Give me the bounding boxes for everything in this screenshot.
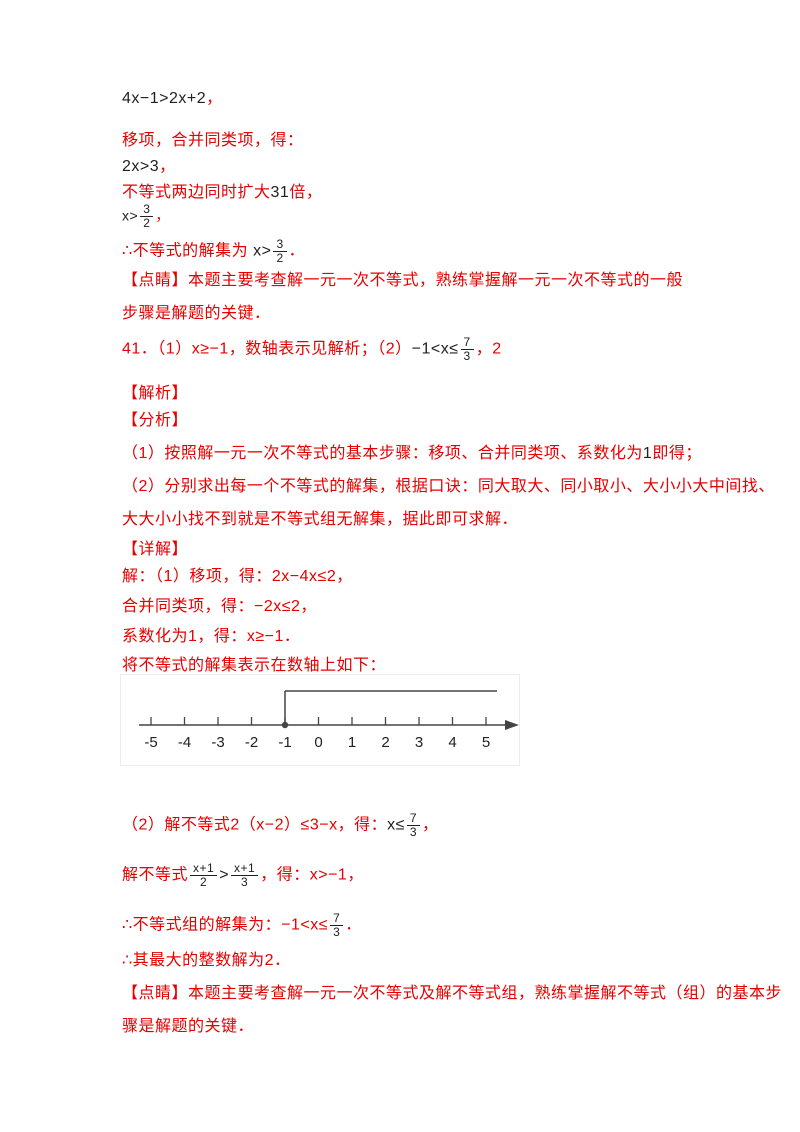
text-segment: （2）分别求出每一个不等式的解集，根据口诀：同大取大、同小取小、大小小大中间找、: [122, 478, 775, 495]
text-segment: 2x>3: [122, 158, 160, 175]
text-segment: 即得；: [652, 445, 702, 462]
text-segment: 合并同类项，得：−2x≤2，: [122, 598, 317, 615]
text-line-23: ∴其最大的整数解为2．: [122, 950, 291, 972]
text-segment: ，: [206, 90, 223, 107]
text-line-13: （2）分别求出每一个不等式的解集，根据口诀：同大取大、同小取小、大小小大中间找、: [122, 476, 775, 498]
text-segment: 步骤是解题的关键．: [122, 305, 271, 322]
text-segment: ，: [422, 816, 439, 834]
text-line-17: 合并同类项，得：−2x≤2，: [122, 596, 317, 618]
text-segment: ∴不等式的解集为: [122, 242, 249, 260]
text-line-12: （1）按照解一元一次不等式的基本步骤：移项、合并同类项、系数化为1即得；: [122, 443, 702, 465]
text-line-19: 将不等式的解集表示在数轴上如下：: [122, 655, 386, 677]
text-line-25: 骤是解题的关键．: [122, 1016, 254, 1038]
text-segment: 系数化为1，得：x≥−1．: [122, 628, 301, 645]
tick-label: -2: [245, 734, 258, 751]
tick-label: 0: [314, 734, 322, 751]
text-segment: 将不等式的解集表示在数轴上如下：: [122, 657, 387, 674]
closed-endpoint-dot: [281, 721, 289, 729]
tick-label: 4: [448, 734, 456, 751]
text-line-3: 2x>3，: [122, 156, 176, 178]
text-segment: 1: [642, 445, 653, 462]
tick-label: 5: [482, 734, 490, 751]
text-segment: −1<x≤: [411, 340, 459, 358]
text-line-10: 【解析】: [122, 383, 188, 405]
text-line-16: 解：（1）移项，得：2x−4x≤2，: [122, 566, 353, 588]
text-line-11: 【分析】: [122, 410, 188, 432]
text-segment: 【点睛】本题主要考查解一元一次不等式及解不等式组，熟练掌握解不等式（组）的基本步: [122, 985, 783, 1002]
text-segment: 31: [270, 184, 290, 201]
text-segment: 解：（1）移项，得：2x−4x≤2，: [122, 568, 353, 585]
text-line-18: 系数化为1，得：x≥−1．: [122, 626, 300, 648]
text-segment: x>: [248, 242, 272, 260]
text-line-4: 不等式两边同时扩大31倍，: [122, 182, 322, 204]
text-segment: 骤是解题的关键．: [122, 1018, 255, 1035]
tick-label: -3: [211, 734, 224, 751]
text-segment: >: [219, 866, 230, 884]
text-line-1: 4x−1>2x+2，: [122, 88, 223, 110]
tick-label: -4: [178, 734, 191, 751]
text-segment: 倍，: [289, 184, 323, 201]
axis-arrow-icon: [505, 720, 519, 730]
text-segment: 不等式两边同时扩大: [122, 184, 271, 201]
text-segment: （1）按照解一元一次不等式的基本步骤：移项、合并同类项、系数化为: [122, 445, 643, 462]
numberline-image: -5 -4 -3 -2 -1 0 1 2 3 4 5: [120, 674, 520, 766]
text-line-7: 【点睛】本题主要考查解一元一次不等式，熟练掌握解一元一次不等式的一般: [122, 270, 683, 292]
text-segment: ．: [345, 916, 362, 934]
text-segment: ．: [288, 242, 306, 260]
text-segment: ∴不等式组的解集为：−1<x≤: [122, 916, 329, 934]
text-segment: 移项，合并同类项，得：: [122, 132, 304, 149]
tick-label: 2: [381, 734, 389, 751]
text-segment: 【分析】: [122, 412, 189, 429]
tick-label: -5: [144, 734, 157, 751]
tick-label: 3: [415, 734, 423, 751]
tick-label: 1: [348, 734, 356, 751]
text-segment: ，: [159, 158, 176, 175]
text-segment: x>: [122, 207, 139, 224]
text-segment: 解不等式: [122, 866, 189, 884]
text-line-8: 步骤是解题的关键．: [122, 303, 271, 325]
text-segment: ，得：x>−1，: [260, 866, 364, 884]
text-segment: 41．（1）x≥−1，数轴表示见解析；（2）: [122, 340, 412, 358]
tick-label: -1: [278, 734, 291, 751]
numberline-svg: -5 -4 -3 -2 -1 0 1 2 3 4 5: [139, 690, 519, 751]
text-segment: 【详解】: [122, 541, 189, 558]
text-segment: 大大小小找不到就是不等式组无解集，据此即可求解．: [122, 511, 519, 528]
text-segment: x≤: [387, 816, 405, 834]
text-segment: 【点睛】本题主要考查解一元一次不等式，熟练掌握解一元一次不等式的一般: [122, 272, 684, 289]
text-segment: 【解析】: [122, 385, 189, 402]
text-line-2: 移项，合并同类项，得：: [122, 130, 304, 152]
text-line-15: 【详解】: [122, 539, 188, 561]
text-segment: （2）解不等式2（x−2）≤3−x，得：: [122, 816, 388, 834]
text-segment: ，: [155, 207, 170, 224]
text-segment: ，2: [475, 340, 502, 358]
text-line-24: 【点睛】本题主要考查解一元一次不等式及解不等式组，熟练掌握解不等式（组）的基本步: [122, 983, 782, 1005]
text-segment: ∴其最大的整数解为2．: [122, 952, 291, 969]
text-line-14: 大大小小找不到就是不等式组无解集，据此即可求解．: [122, 509, 518, 531]
text-segment: 4x−1>2x+2: [122, 90, 207, 107]
